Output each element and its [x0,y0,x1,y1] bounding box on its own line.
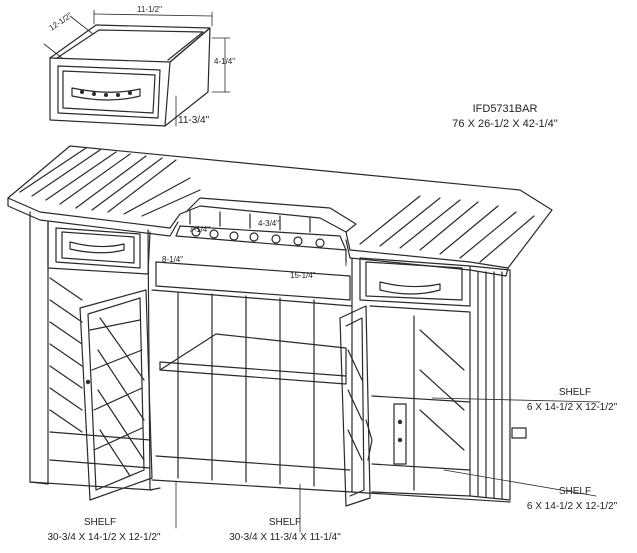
glass-rack-depth-label: 7-1/4" [189,225,211,234]
rack-height-label: 8-1/4" [162,255,184,264]
overall-dimensions: 76 X 26-1/2 X 42-1/4" [452,118,558,130]
drawer-front-height-label: 11-3/4" [178,115,210,126]
shelf-size-right-upper: 6 X 14-1/2 X 12-1/2" [526,402,618,413]
drawer-detail-drawing [43,9,231,127]
center-span-label: 15-1/4" [290,271,316,280]
shelf-label-right-lower: SHELF [558,486,592,497]
model-number: IFD5731BAR [472,103,538,115]
shelf-size-center-bottom: 30-3/4 X 14-1/2 X 12-1/2" [47,532,161,543]
bar-cabinet-drawing [7,145,553,507]
shelf-size-right-lower: 6 X 14-1/2 X 12-1/2" [526,501,618,512]
bottle-holder-label: 4-3/4" [258,219,280,228]
shelf-label-right-upper: SHELF [558,387,592,398]
shelf-label-center-middle: SHELF [268,517,302,528]
shelf-label-center-bottom: SHELF [83,517,117,528]
leader-lines [175,249,601,533]
drawer-width-label: 11-1/2" [137,5,162,14]
shelf-size-center-middle: 30-3/4 X 11-3/4 X 11-1/4" [229,532,341,543]
drawer-height-label: 4-1/4" [214,57,236,66]
